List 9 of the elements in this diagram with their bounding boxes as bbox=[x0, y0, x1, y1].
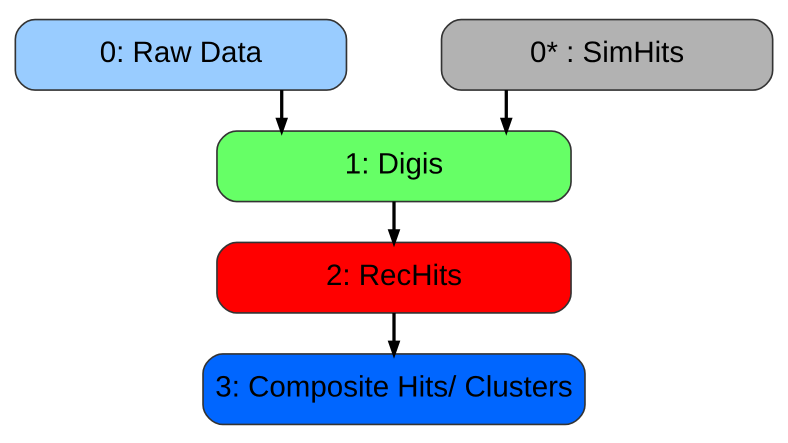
arrow bbox=[500, 90, 513, 136]
node-box: 0* : SimHits bbox=[440, 18, 774, 90]
arrow bbox=[275, 90, 288, 136]
node-box: 2: RecHits bbox=[216, 241, 572, 314]
node-box: 1: Digis bbox=[216, 130, 572, 202]
arrow bbox=[388, 201, 400, 247]
node-box: 3: Composite Hits/ Clusters bbox=[202, 352, 586, 425]
node-box: 0: Raw Data bbox=[14, 18, 348, 90]
arrow bbox=[388, 312, 400, 358]
